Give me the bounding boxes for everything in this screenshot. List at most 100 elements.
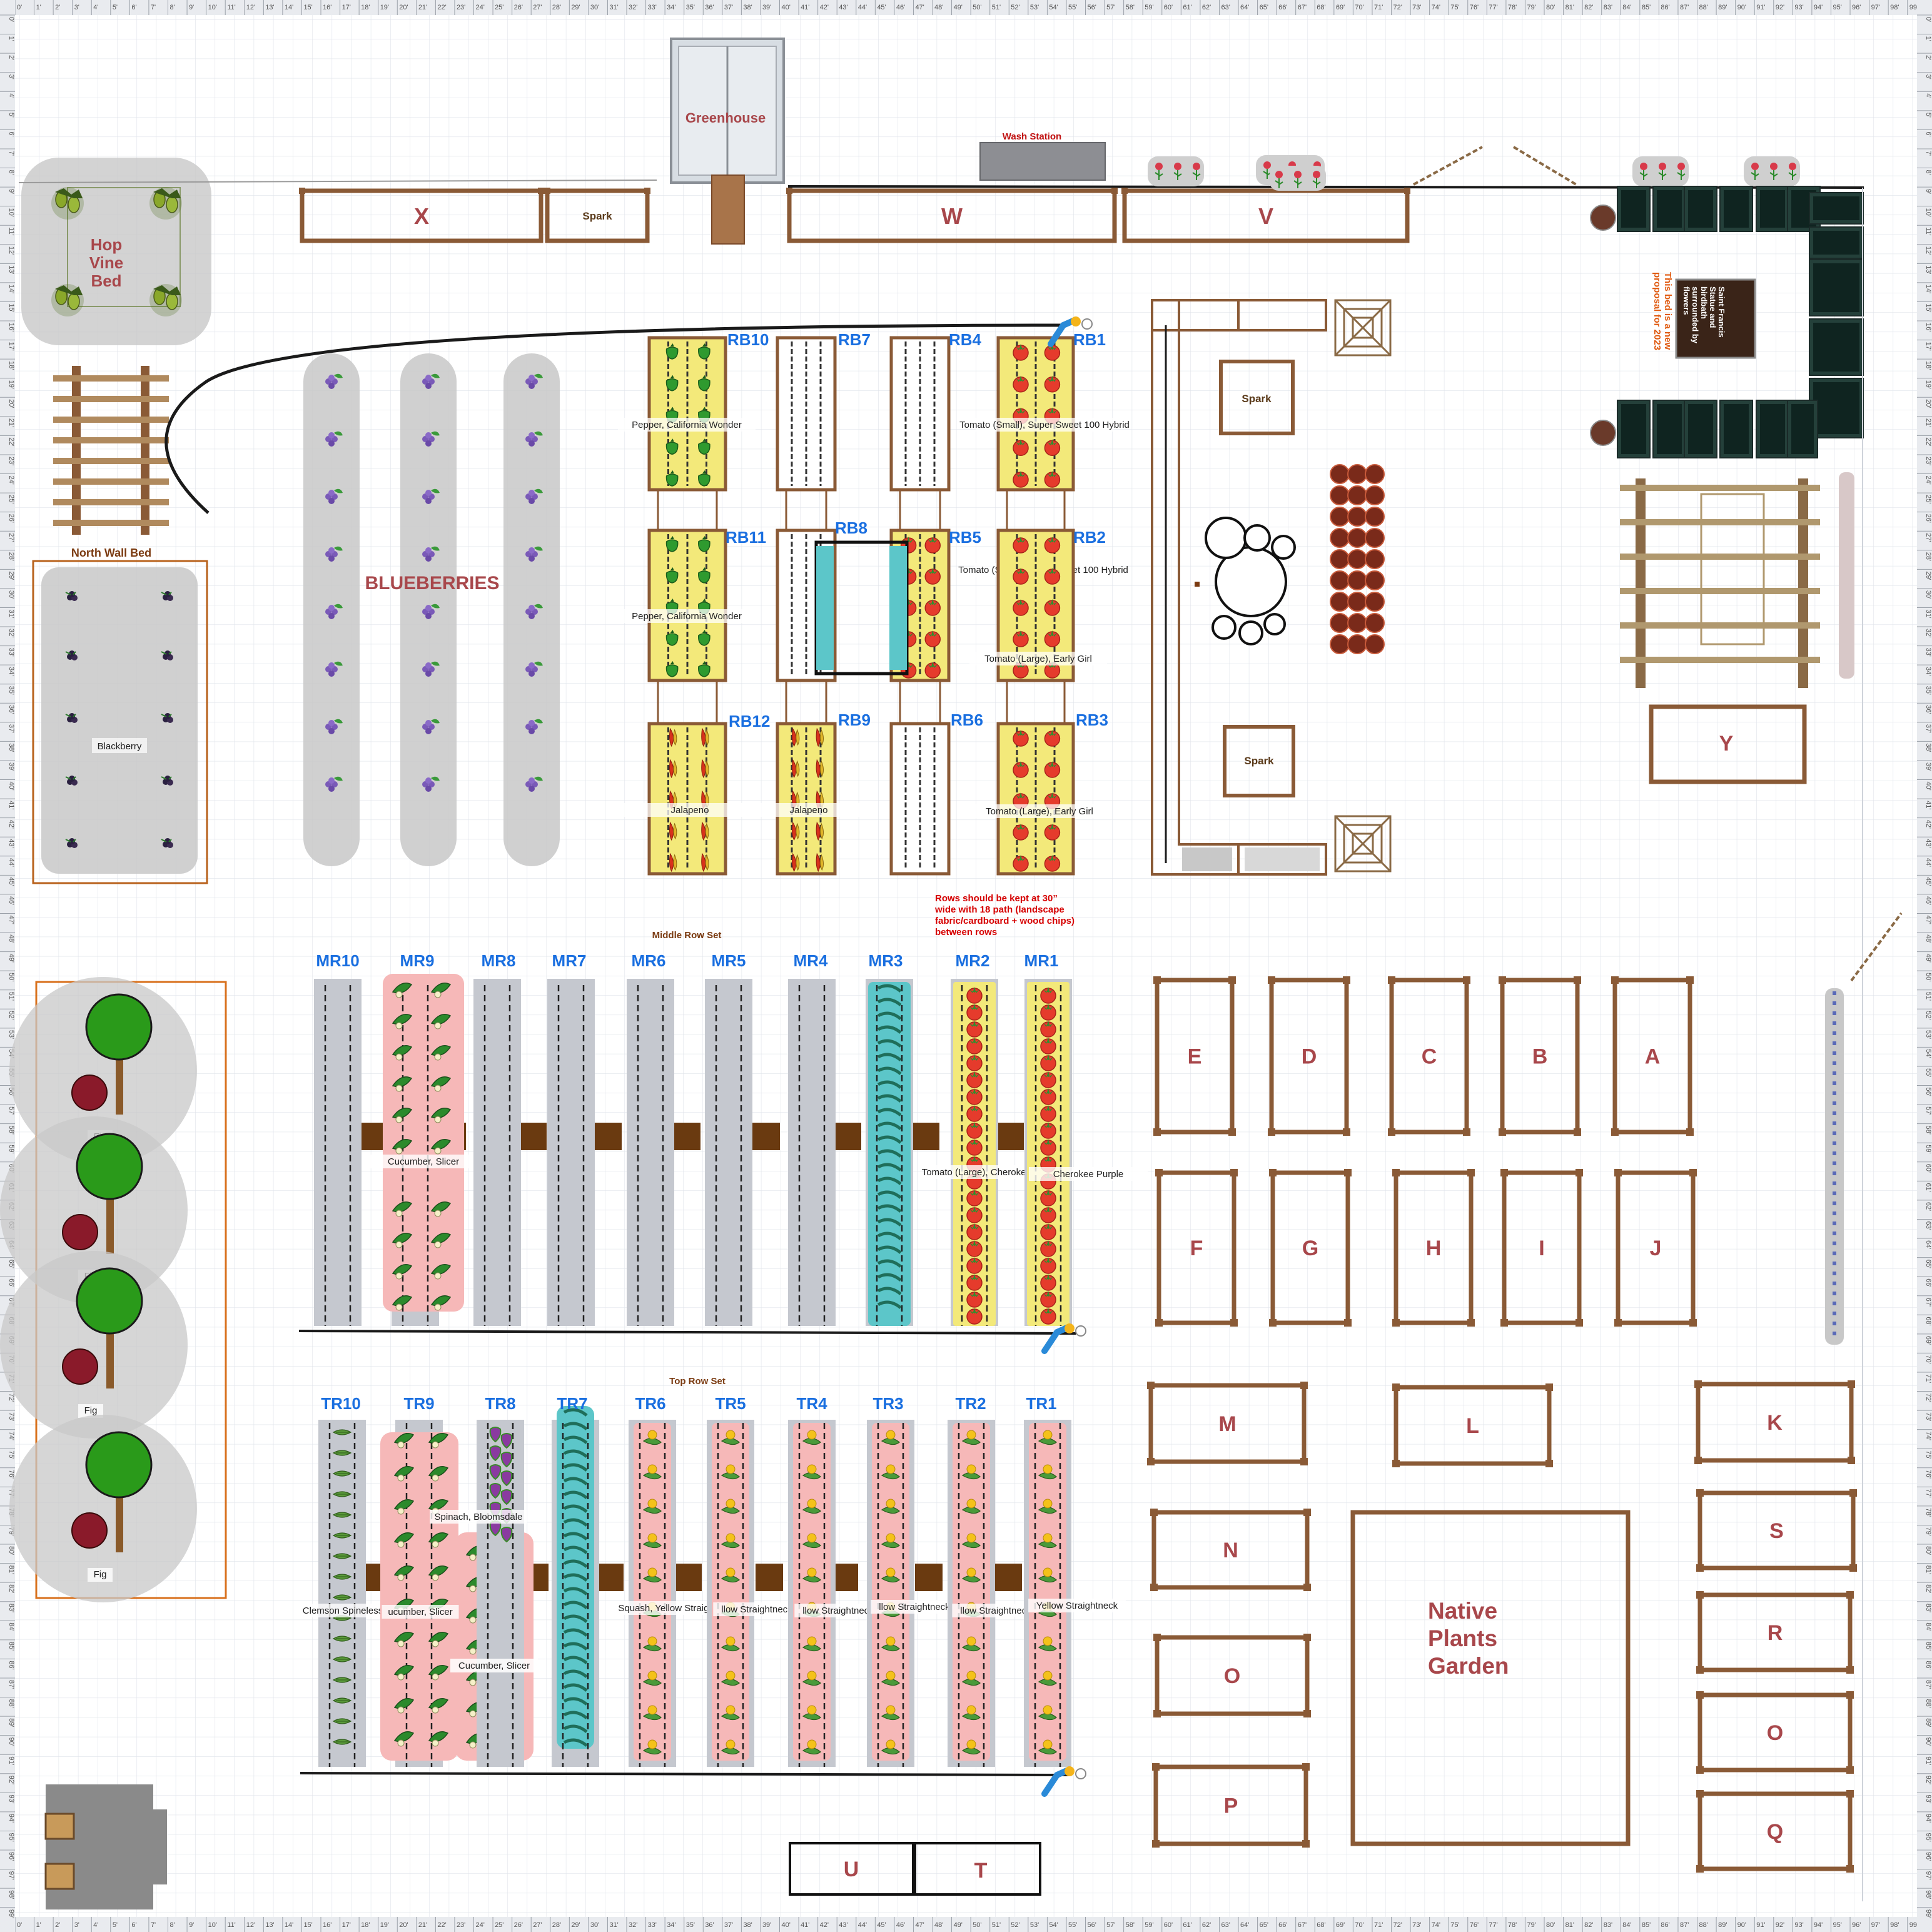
ruler-tick-label: 36'	[705, 1921, 714, 1929]
ruler-tick-label: 88'	[1699, 4, 1708, 11]
statue-garden[interactable]: Saint FrancisStatue andbirdbathsurrounde…	[1590, 186, 1864, 458]
ruler-tick-label: 14'	[285, 4, 293, 11]
bed-e-upper[interactable]: E	[1153, 976, 1236, 1136]
top-bed-x[interactable]: X	[299, 188, 544, 243]
bed-n[interactable]: N	[1150, 1509, 1311, 1591]
bed-r[interactable]: R	[1696, 1591, 1854, 1674]
ruler-tick-label: 60'	[1924, 1164, 1932, 1173]
middle-row-mr3[interactable]: MR3	[866, 951, 913, 1326]
bed-o-right[interactable]: O	[1696, 1691, 1854, 1774]
u-shaped-bed[interactable]	[1151, 299, 1327, 876]
bed-u[interactable]: U	[789, 1842, 914, 1896]
wash-station[interactable]: Wash Station	[979, 131, 1106, 181]
bed-q[interactable]: Q	[1696, 1790, 1854, 1873]
bed-f-lower[interactable]: F	[1155, 1169, 1238, 1327]
middle-row-mr10[interactable]: MR10	[314, 951, 362, 1326]
bed-o-left[interactable]: O	[1153, 1634, 1311, 1717]
ruler-left: 0'1'2'3'4'5'6'7'8'9'10'11'12'13'14'15'16…	[0, 0, 15, 1932]
top-bed-v[interactable]: V	[1121, 188, 1410, 243]
ruler-tick-label: 99'	[1909, 4, 1918, 11]
top-bed-label: V	[1258, 203, 1273, 229]
bed-a-upper[interactable]: A	[1611, 976, 1694, 1136]
ruler-tick-label: 41'	[801, 4, 809, 11]
top-row-plant-label: Spinach, Bloomsdale	[435, 1512, 523, 1522]
blackberry-label: Blackberry	[98, 741, 142, 752]
ruler-tick-label: 55'	[1068, 4, 1077, 11]
bed-p[interactable]: P	[1152, 1763, 1310, 1848]
bed-t[interactable]: T	[914, 1842, 1041, 1896]
raised-bed-rb6[interactable]: RB6	[889, 711, 983, 876]
middle-row-mr7[interactable]: MR7	[547, 951, 595, 1326]
ruler-tick-label: 55'	[1924, 1068, 1932, 1077]
blueberries-area[interactable]: BLUEBERRIES	[303, 353, 560, 866]
ruler-tick-label: 61'	[1183, 4, 1191, 11]
ruler-tick-label: 28'	[552, 1921, 561, 1929]
raised-bed-plant-label: Tomato (Small), Super Sweet 100 Hybrid	[959, 420, 1130, 430]
bed-j-lower[interactable]: J	[1614, 1169, 1697, 1327]
ruler-tick-label: 82'	[1584, 1921, 1593, 1929]
fig-tree[interactable]: Fig	[9, 1415, 197, 1602]
bed-u-label: U	[844, 1858, 859, 1881]
north-wall-bed[interactable]: North Wall Bed Blackberry	[32, 547, 208, 884]
bed-b-upper[interactable]: B	[1499, 976, 1581, 1136]
top-bed-w[interactable]: W	[786, 188, 1118, 243]
bed-h-lower[interactable]: H	[1392, 1169, 1475, 1327]
ruler-tick-label: 9'	[1924, 189, 1932, 194]
ruler-tick-label: 78'	[1924, 1508, 1932, 1517]
bed-i-lower[interactable]: I	[1500, 1169, 1583, 1327]
bed-g-lower[interactable]: G	[1269, 1169, 1352, 1327]
raised-bed-plant-label: Jalapeno	[671, 805, 709, 816]
ruler-tick-label: 13'	[8, 265, 15, 274]
middle-row-mr5[interactable]: MR5	[705, 951, 752, 1326]
fig-tree[interactable]: Fig	[0, 1116, 188, 1304]
bed-l[interactable]: L	[1392, 1383, 1553, 1467]
bed-m[interactable]: M	[1147, 1382, 1308, 1465]
spark-label-1: Spark	[1242, 393, 1272, 405]
ruler-tick-label: 49'	[1924, 954, 1932, 963]
bed-k[interactable]: K	[1694, 1380, 1855, 1464]
ruler-tick-label: 59'	[1924, 1145, 1932, 1153]
fig-tree[interactable]: Fig	[9, 977, 197, 1165]
ruler-tick-label: 24'	[476, 4, 485, 11]
greenhouse[interactable]: Greenhouse	[670, 38, 785, 245]
top-bed-spark[interactable]: Spark	[544, 188, 650, 243]
spark-bed-1[interactable]: Spark	[1219, 360, 1295, 435]
ruler-tick-label: 51'	[992, 1921, 1001, 1929]
fig-tree[interactable]: Fig	[0, 1251, 188, 1439]
ruler-tick-label: 24'	[476, 1921, 485, 1929]
bed-y[interactable]: Y	[1719, 732, 1734, 756]
raised-bed-rb7[interactable]: RB7	[776, 330, 871, 492]
bed-s[interactable]: S	[1696, 1489, 1857, 1572]
bed-d-upper[interactable]: D	[1268, 976, 1350, 1136]
ruler-tick-label: 71'	[1374, 4, 1383, 11]
middle-row-mr8[interactable]: MR8	[473, 951, 521, 1326]
middle-row-mr6[interactable]: MR6	[627, 951, 674, 1326]
bed-c-upper[interactable]: C	[1388, 976, 1470, 1136]
top-row-tr7[interactable]: TR7	[552, 1394, 599, 1767]
raised-bed-rb4[interactable]: RB4	[889, 330, 982, 492]
middle-row-mr4[interactable]: MR4	[788, 951, 836, 1326]
spark-bed-2[interactable]: Spark	[1223, 725, 1295, 797]
fig-area[interactable]: FigFigFigFig	[0, 977, 227, 1602]
